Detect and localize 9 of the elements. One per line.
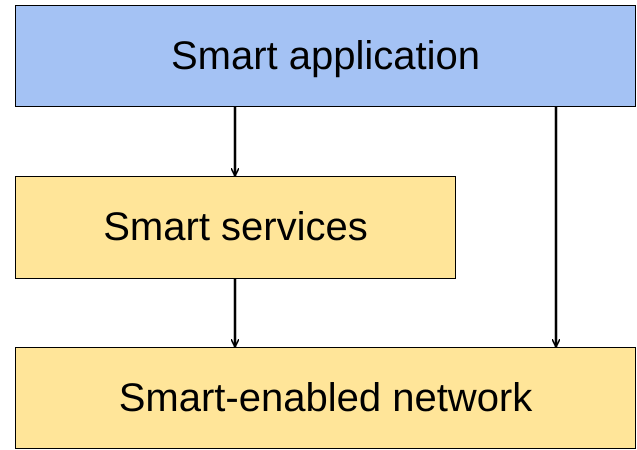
box-label: Smart-enabled network [118,376,532,420]
arrow [230,107,240,177]
box-label: Smart services [103,205,368,250]
arrow [230,279,240,348]
process-box [15,347,636,449]
process-box [15,176,456,279]
arrow [551,107,561,348]
box-label: Smart application [170,34,480,78]
process-box [15,5,636,107]
